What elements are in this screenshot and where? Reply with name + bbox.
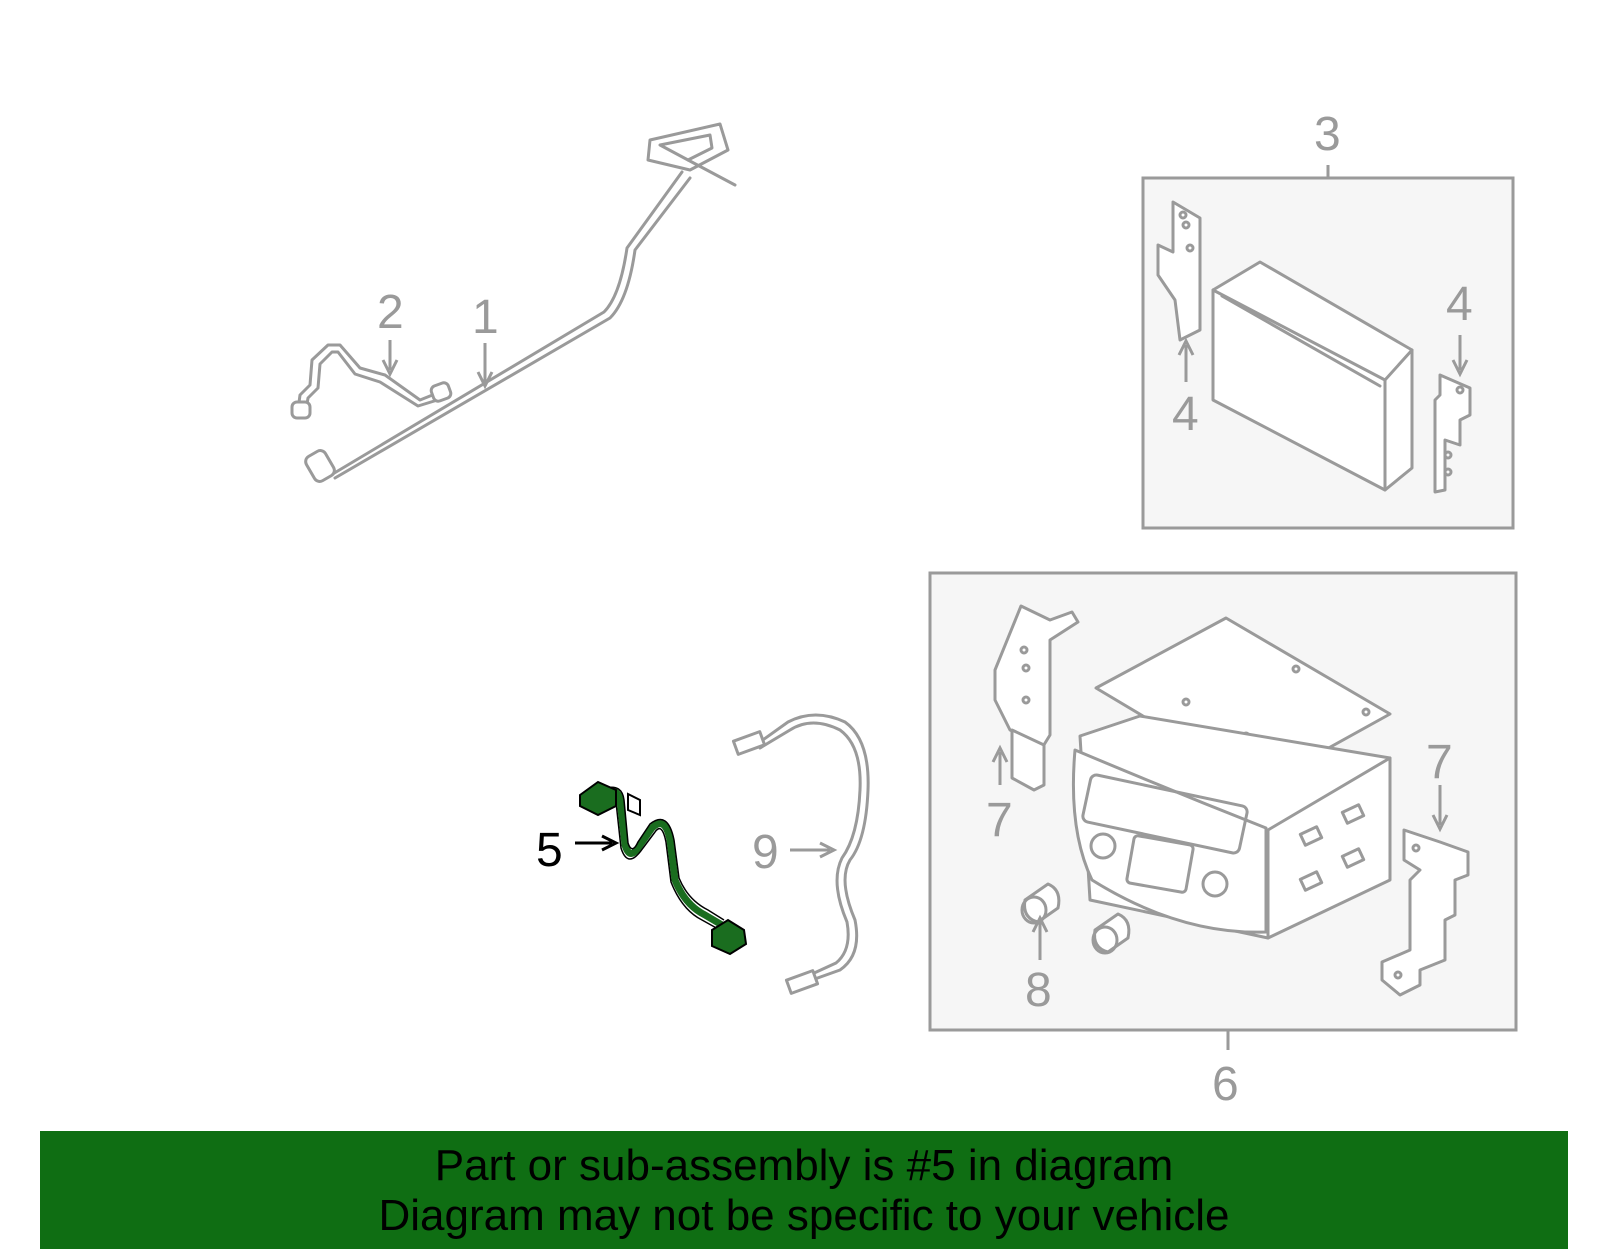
callout-7-right: 7 xyxy=(1426,736,1453,789)
callout-8: 8 xyxy=(1025,964,1052,1017)
part-5-wire xyxy=(602,787,726,929)
part-5-connector-bottom xyxy=(711,918,748,956)
callout-7-left: 7 xyxy=(986,794,1013,847)
callout-1: 1 xyxy=(472,291,499,344)
callout-4-right: 4 xyxy=(1446,278,1473,331)
info-banner: Part or sub-assembly is #5 in diagram Di… xyxy=(40,1131,1568,1249)
callout-6: 6 xyxy=(1212,1058,1239,1111)
leader-lines xyxy=(381,165,1469,1050)
part-2-cable xyxy=(290,343,453,420)
callout-5: 5 xyxy=(536,824,563,877)
part-8-knob xyxy=(1020,882,1131,955)
part-1-antenna-cable xyxy=(304,122,737,483)
callout-labels: 1 2 3 4 4 5 6 7 7 8 9 xyxy=(377,108,1473,1111)
callout-2: 2 xyxy=(377,286,404,339)
part-5-connector-top xyxy=(579,780,617,817)
banner-line-1: Part or sub-assembly is #5 in diagram xyxy=(434,1141,1174,1190)
banner-line-2: Diagram may not be specific to your vehi… xyxy=(378,1191,1230,1240)
callout-9: 9 xyxy=(752,826,779,879)
assembly-box-6 xyxy=(928,571,1518,1032)
part-9-cable xyxy=(731,713,870,995)
callout-4-left: 4 xyxy=(1172,388,1199,441)
assembly-box-3 xyxy=(1141,176,1515,530)
part-5-harness xyxy=(579,780,748,956)
part-5-clip xyxy=(627,792,641,817)
callout-3: 3 xyxy=(1314,108,1341,161)
